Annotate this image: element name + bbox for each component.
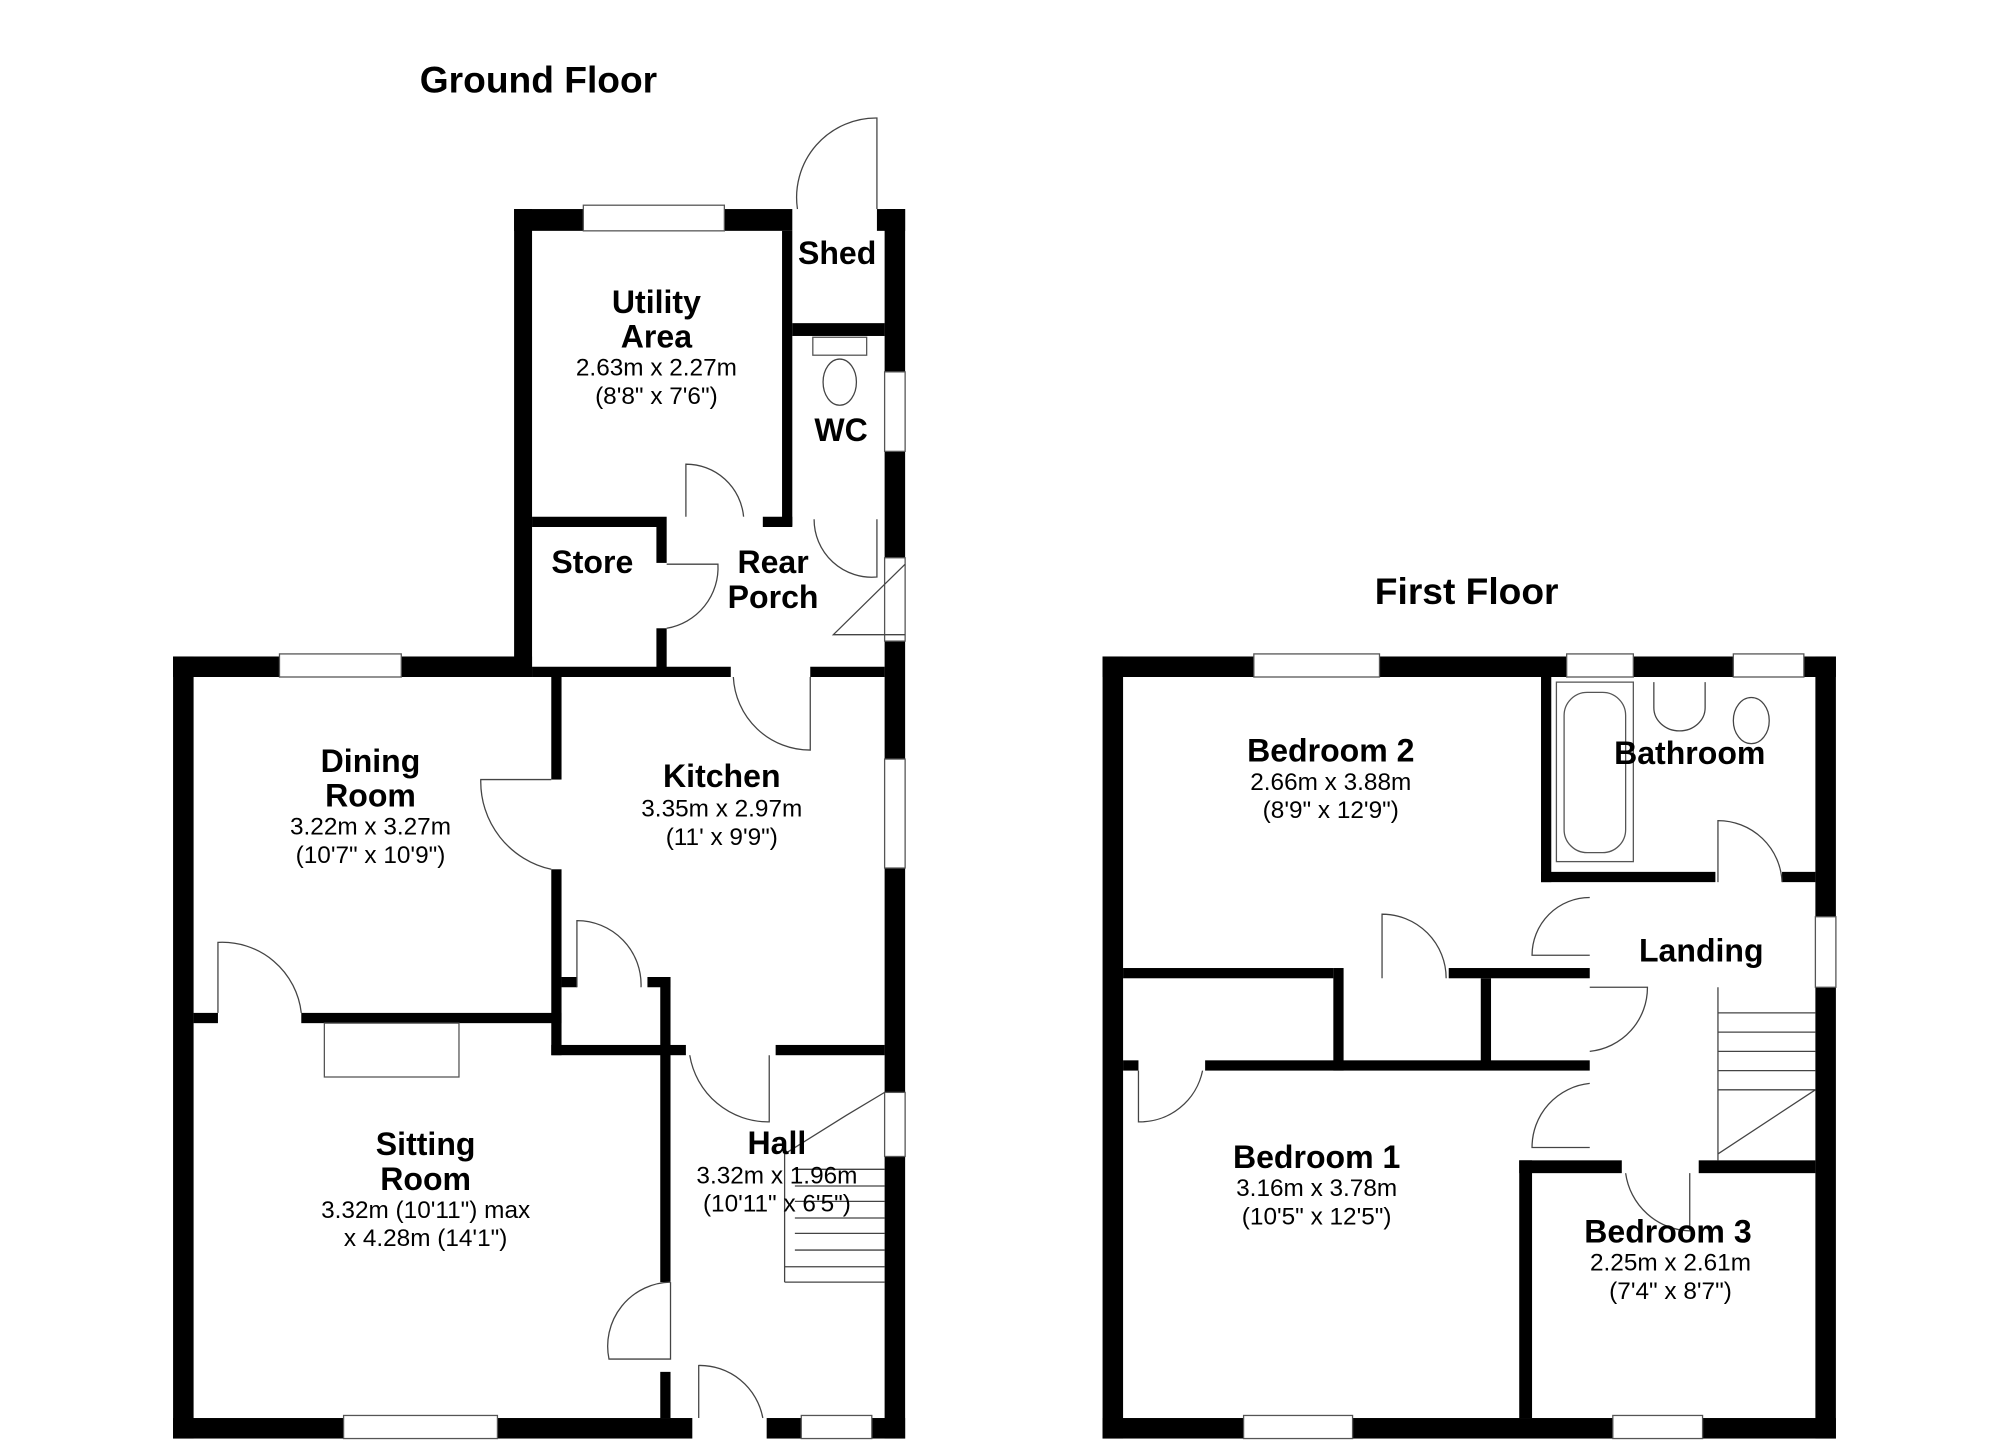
- sitting-name-2: Room: [380, 1161, 471, 1197]
- hall-name: Hall: [748, 1125, 807, 1161]
- store-name: Store: [551, 544, 633, 580]
- kitchen-dim-ft: (11' x 9'9"): [666, 824, 778, 851]
- bedroom3-dim-m: 2.25m x 2.61m: [1590, 1250, 1751, 1277]
- utility-name: Utility: [612, 284, 701, 320]
- bedroom3-name: Bedroom 3: [1584, 1213, 1751, 1249]
- dining-name: Dining: [321, 743, 421, 779]
- bedroom1-name: Bedroom 1: [1233, 1139, 1400, 1175]
- wc-name: WC: [814, 412, 867, 448]
- ground-floor-labels: Utility Area 2.63m x 2.27m (8'8" x 7'6")…: [290, 235, 876, 1252]
- utility-dim-ft: (8'8" x 7'6"): [595, 383, 718, 410]
- ground-floor-doors: [217, 117, 906, 1419]
- ground-floor-windows: [278, 204, 906, 1440]
- utility-name-2: Area: [621, 319, 693, 355]
- basin-icon: [1653, 682, 1706, 732]
- first-floor-plan: First Floor: [1102, 570, 1837, 1440]
- shed-name: Shed: [798, 235, 876, 271]
- first-floor-labels: Bedroom 2 2.66m x 3.88m (8'9" x 12'9") B…: [1233, 733, 1765, 1305]
- utility-dim-m: 2.63m x 2.27m: [576, 355, 737, 382]
- wc-toilet-icon: [822, 358, 858, 406]
- bedroom3-dim-ft: (7'4" x 8'7"): [1609, 1278, 1732, 1305]
- dining-name-2: Room: [325, 777, 416, 813]
- ground-floor-plan: Ground Floor: [173, 58, 906, 1440]
- sitting-name: Sitting: [376, 1126, 476, 1162]
- kitchen-dim-m: 3.35m x 2.97m: [641, 796, 802, 823]
- ground-floor-walls: [173, 209, 906, 1439]
- first-floor-title: First Floor: [1375, 570, 1559, 612]
- sitting-dim-2: x 4.28m (14'1"): [344, 1225, 507, 1252]
- first-floor-windows: [1242, 653, 1837, 1440]
- sitting-dim-1: 3.32m (10'11") max: [321, 1197, 530, 1224]
- landing-name: Landing: [1639, 933, 1764, 969]
- bedroom2-name: Bedroom 2: [1247, 733, 1414, 769]
- dining-dim-ft: (10'7" x 10'9"): [296, 842, 446, 869]
- ground-floor-title: Ground Floor: [420, 58, 657, 100]
- bedroom1-dim-ft: (10'5" x 12'5"): [1242, 1203, 1392, 1230]
- bedroom2-dim-ft: (8'9" x 12'9"): [1263, 797, 1399, 824]
- bathroom-name: Bathroom: [1614, 735, 1765, 771]
- toilet-icon: [1732, 696, 1770, 745]
- first-floor-fixtures: [1137, 681, 1816, 1232]
- bedroom1-dim-m: 3.16m x 3.78m: [1236, 1175, 1397, 1202]
- rear-porch-name: Rear: [737, 544, 808, 580]
- landing-stairs: [1717, 987, 1816, 1161]
- hall-dim-ft: (10'11" x 6'5"): [703, 1191, 851, 1218]
- hall-stairs: [783, 1091, 885, 1283]
- hall-dim-m: 3.32m x 1.96m: [696, 1162, 857, 1189]
- bedroom2-dim-m: 2.66m x 3.88m: [1250, 769, 1411, 796]
- rear-porch-name-2: Porch: [728, 579, 819, 615]
- kitchen-name: Kitchen: [663, 758, 781, 794]
- first-floor-walls: [1102, 656, 1836, 1439]
- dining-dim-m: 3.22m x 3.27m: [290, 814, 451, 841]
